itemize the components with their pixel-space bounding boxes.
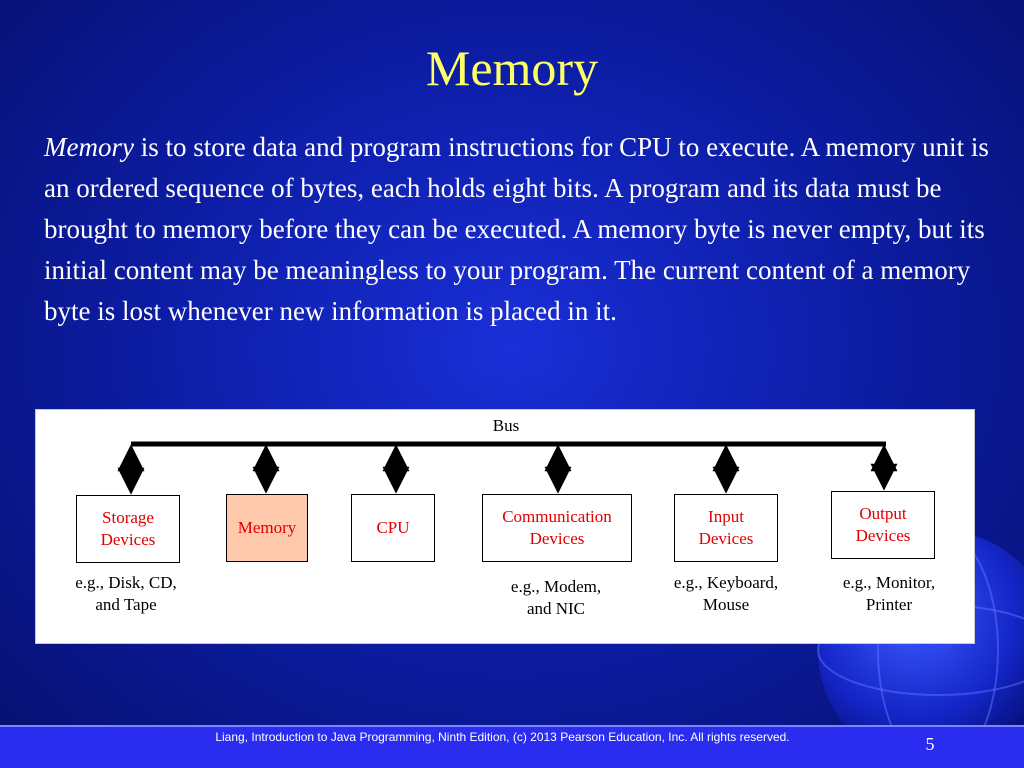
input-devices-note: e.g., Keyboard, Mouse (673, 573, 779, 614)
communication-devices-note: e.g., Modem, and NIC (510, 577, 602, 618)
memory-box: Memory (226, 494, 308, 562)
body-paragraph: Memory is to store data and program inst… (44, 127, 994, 332)
bus-label: Bus (492, 416, 520, 435)
footer-bar: Liang, Introduction to Java Programming,… (0, 725, 1024, 768)
output-devices-box: Output Devices (831, 491, 935, 559)
footer-citation: Liang, Introduction to Java Programming,… (215, 730, 790, 744)
input-devices-box: Input Devices (674, 494, 778, 562)
footer-divider (0, 725, 1024, 727)
cpu-box: CPU (351, 494, 435, 562)
storage-devices-box: Storage Devices (76, 495, 180, 563)
body-lead-term: Memory (44, 132, 134, 162)
output-devices-note: e.g., Monitor, Printer (842, 573, 936, 614)
communication-devices-box: Communication Devices (482, 494, 632, 562)
body-text-rest: is to store data and program instruction… (44, 132, 989, 326)
bus-diagram-graphic (117, 441, 898, 495)
computer-components-diagram: Bus Storage Devices Memory CPU Communica… (35, 409, 975, 644)
storage-devices-note: e.g., Disk, CD, and Tape (75, 573, 177, 614)
slide-title: Memory (425, 40, 599, 96)
page-number: 5 (925, 734, 935, 754)
